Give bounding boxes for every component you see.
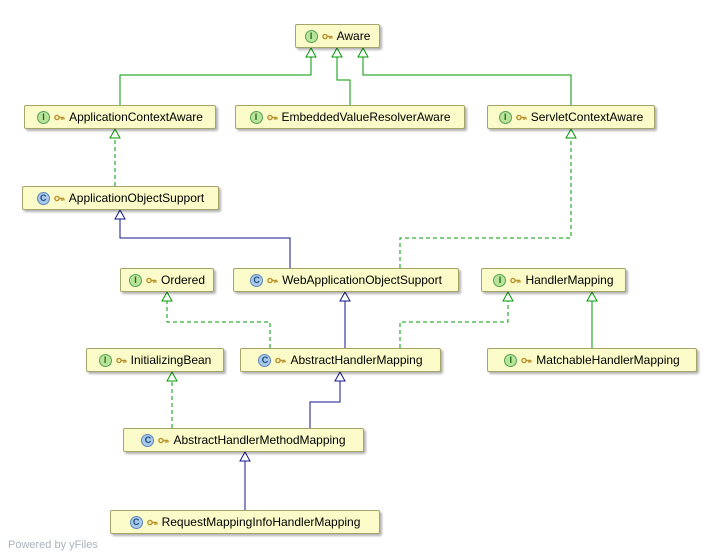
key-icon — [321, 31, 333, 42]
key-icon — [53, 193, 65, 204]
node-embeddedvalueresolveraware[interactable]: I EmbeddedValueResolverAware — [235, 105, 465, 129]
node-applicationcontextaware[interactable]: I ApplicationContextAware — [24, 105, 216, 129]
node-initializingbean[interactable]: I InitializingBean — [86, 348, 224, 372]
key-icon — [54, 112, 65, 123]
key-icon — [146, 275, 157, 286]
node-label: HandlerMapping — [525, 273, 614, 287]
node-label: ServletContextAware — [530, 110, 644, 124]
arrowhead — [565, 127, 577, 139]
interface-icon: I — [98, 353, 112, 367]
key-icon — [115, 355, 127, 366]
interface-icon: I — [249, 110, 263, 124]
key-icon — [275, 355, 287, 366]
node-applicationobjectsupport[interactable]: C ApplicationObjectSupport — [22, 186, 219, 210]
arrowhead — [239, 450, 251, 462]
arrowhead — [334, 370, 346, 382]
node-label: RequestMappingInfoHandlerMapping — [161, 515, 361, 529]
edge-servletcontextaware-extends-aware — [362, 57, 572, 105]
node-label: InitializingBean — [130, 353, 212, 367]
node-requestmappinginfohandlermapping[interactable]: C RequestMappingInfoHandlerMapping — [110, 510, 380, 534]
node-label: Aware — [336, 29, 371, 43]
node-label: Ordered — [160, 273, 206, 287]
interface-icon: I — [493, 273, 507, 287]
arrowhead — [114, 208, 126, 220]
arrowhead — [166, 370, 178, 382]
key-icon — [515, 112, 527, 123]
interface-icon: I — [304, 29, 318, 43]
interface-icon: I — [128, 273, 142, 287]
key-icon — [510, 275, 522, 286]
edge-webapplicationobjectsupport-extends-applicationobjectsupport — [119, 219, 291, 268]
node-servletcontextaware[interactable]: I ServletContextAware — [487, 105, 655, 129]
yfiles-watermark: Powered by yFiles — [8, 539, 98, 551]
edge-webapplicationobjectsupport-implements-servletcontextaware — [399, 138, 572, 268]
node-label: ApplicationObjectSupport — [68, 191, 205, 205]
node-label: AbstractHandlerMapping — [290, 353, 423, 367]
node-label: AbstractHandlerMethodMapping — [173, 433, 346, 447]
interface-icon: I — [37, 110, 51, 124]
arrowhead — [305, 46, 317, 58]
key-icon — [158, 435, 170, 446]
node-label: WebApplicationObjectSupport — [282, 273, 442, 287]
arrowhead — [586, 290, 598, 302]
key-icon — [521, 355, 532, 366]
node-abstracthandlermapping[interactable]: C AbstractHandlerMapping — [240, 348, 441, 372]
node-aware[interactable]: I Aware — [295, 24, 380, 48]
arrowhead — [331, 46, 343, 58]
node-label: EmbeddedValueResolverAware — [281, 110, 451, 124]
class-icon: C — [36, 191, 50, 205]
node-ordered[interactable]: I Ordered — [120, 268, 214, 292]
edge-abstracthandlermapping-implements-ordered — [166, 301, 271, 348]
key-icon — [146, 517, 158, 528]
arrowhead — [109, 127, 121, 139]
class-icon: C — [141, 433, 155, 447]
class-icon: C — [258, 353, 272, 367]
arrowhead — [502, 290, 514, 302]
node-label: ApplicationContextAware — [69, 110, 203, 124]
node-handlermapping[interactable]: I HandlerMapping — [481, 268, 626, 292]
edge-abstracthandlermethodmapping-extends-abstracthandlermapping — [309, 381, 341, 428]
node-matchablehandlermapping[interactable]: I MatchableHandlerMapping — [487, 348, 697, 372]
arrowhead — [357, 46, 369, 58]
arrowhead — [161, 290, 173, 302]
edge-applicationcontextaware-extends-aware — [119, 57, 312, 105]
node-webapplicationobjectsupport[interactable]: C WebApplicationObjectSupport — [233, 268, 459, 292]
key-icon — [266, 112, 278, 123]
arrowhead — [339, 290, 351, 302]
edge-embeddedvalueresolveraware-extends-aware — [336, 57, 351, 105]
key-icon — [267, 275, 278, 286]
node-label: MatchableHandlerMapping — [536, 353, 680, 367]
interface-icon: I — [498, 110, 512, 124]
node-abstracthandlermethodmapping[interactable]: C AbstractHandlerMethodMapping — [123, 428, 364, 452]
edge-abstracthandlermapping-implements-handlermapping — [399, 301, 509, 348]
interface-icon: I — [504, 353, 518, 367]
class-icon: C — [250, 273, 264, 287]
class-icon: C — [129, 515, 143, 529]
